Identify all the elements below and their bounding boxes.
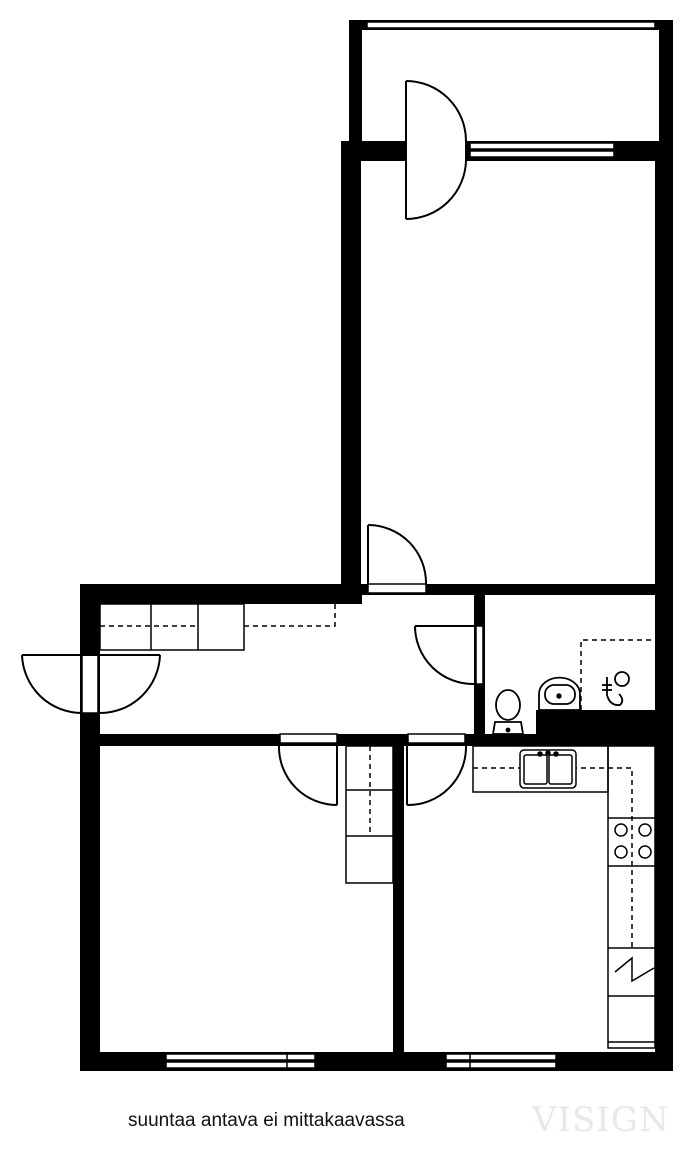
bedroom-kitchen-wall <box>393 734 404 1071</box>
balcony-door-gap <box>405 141 465 161</box>
balcony-wall-left <box>349 20 362 145</box>
watermark-logo: VISIGN <box>532 1100 670 1140</box>
balcony-door <box>405 80 467 220</box>
living-wall-right <box>655 141 673 1071</box>
washbasin <box>538 676 581 711</box>
balcony-wall-right <box>659 20 673 145</box>
bedroom-window <box>165 1053 316 1061</box>
stove <box>614 823 652 859</box>
living-window-top <box>469 142 615 150</box>
kitchen-counter <box>472 745 656 1049</box>
bedroom-door <box>277 745 338 806</box>
bath-step <box>536 710 673 746</box>
bathroom-door <box>414 625 475 686</box>
shower-area <box>580 639 655 710</box>
shower-icon <box>602 671 630 706</box>
fridge-icon <box>614 956 655 983</box>
hall-wardrobes <box>99 603 336 651</box>
kitchen-sink <box>519 749 577 789</box>
entrance-door <box>21 654 161 714</box>
hall-wall-top <box>80 584 362 604</box>
living-wall-left <box>341 141 361 603</box>
living-room-door <box>367 524 428 585</box>
scale-disclaimer: suuntaa antava ei mittakaavassa <box>128 1110 405 1131</box>
floor-plan <box>21 20 673 1071</box>
living-bottom-wall <box>361 584 673 595</box>
kitchen-door <box>406 745 468 807</box>
toilet <box>491 689 525 735</box>
bedroom-wardrobe <box>345 745 394 884</box>
kitchen-window <box>445 1053 557 1061</box>
hall-wall-bottom <box>80 734 673 746</box>
